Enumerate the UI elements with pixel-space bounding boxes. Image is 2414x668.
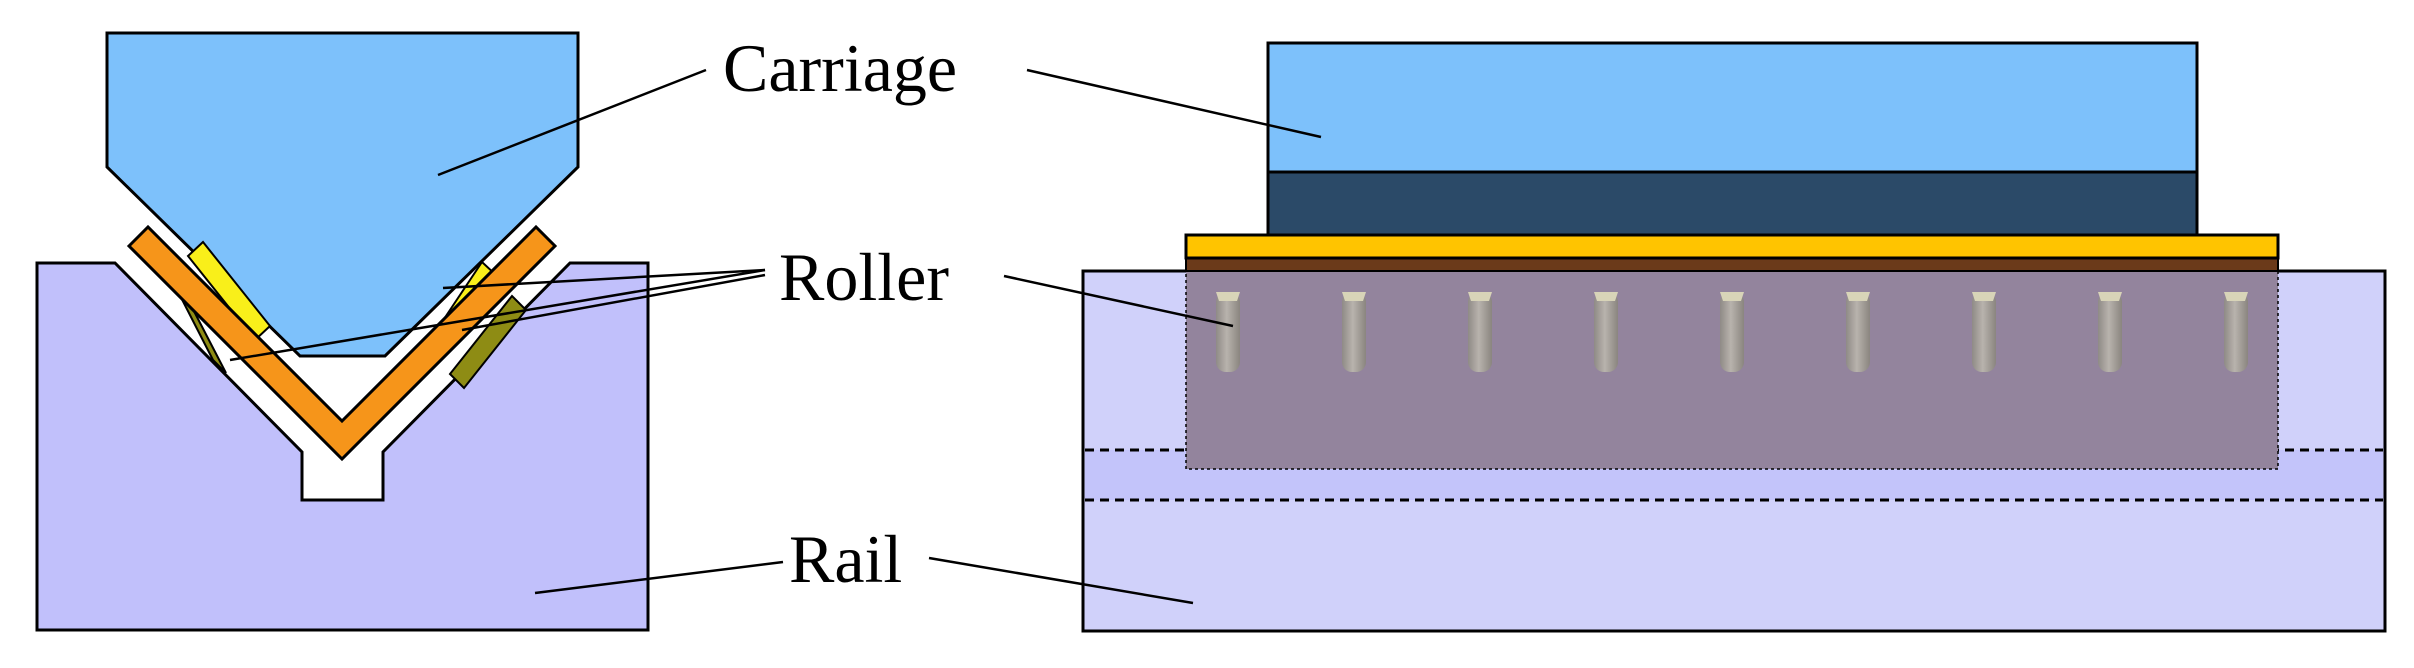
roller-body [2098, 292, 2122, 372]
leader-carriage-left [437, 68, 707, 177]
roller-6 [1846, 292, 1870, 372]
roller-5 [1720, 292, 1744, 372]
roller-7 [1972, 292, 1996, 372]
label-roller: Roller [779, 239, 949, 315]
roller-body [2224, 292, 2248, 372]
side-view [1081, 41, 2387, 633]
roller-cap [1972, 292, 1996, 301]
leader-carriage-right [1026, 68, 1322, 139]
roller-body [1468, 292, 1492, 372]
roller-9 [2224, 292, 2248, 372]
roller-cap [2224, 292, 2248, 301]
label-carriage: Carriage [723, 30, 957, 106]
carriage-base [1266, 170, 2199, 237]
roller-cap [1342, 292, 1366, 301]
roller-3 [1468, 292, 1492, 372]
roller-cage [126, 224, 558, 462]
rail-cross-section [35, 261, 650, 632]
bearing-yellow-strip [1184, 233, 2280, 260]
roller-body [1720, 292, 1744, 372]
leader-roller-right [1003, 274, 1234, 328]
leader-roller-upper-b [442, 268, 766, 290]
carriage-body [1266, 41, 2199, 174]
roller-cap [1846, 292, 1870, 301]
leader-rail-right [928, 556, 1194, 605]
roller-4 [1594, 292, 1618, 372]
roller-cap [1468, 292, 1492, 301]
roller-8 [2098, 292, 2122, 372]
roller-1 [1216, 292, 1240, 372]
bearing-brown-strip [1185, 257, 2279, 272]
roller-body [1216, 292, 1240, 372]
leader-lines [229, 68, 1322, 605]
roller-cap [1594, 292, 1618, 301]
cross-section-view [35, 31, 650, 632]
roller-cap [1216, 292, 1240, 301]
roller-cap [1720, 292, 1744, 301]
roller-body [1342, 292, 1366, 372]
leader-roller-lower [461, 273, 766, 332]
roller-cap [2098, 292, 2122, 301]
roller-body [1846, 292, 1870, 372]
roller-2 [1342, 292, 1366, 372]
roller-body [1594, 292, 1618, 372]
roller-body [1972, 292, 1996, 372]
leader-roller-upper [229, 268, 766, 362]
label-rail: Rail [789, 521, 902, 597]
leader-rail-left [534, 560, 784, 595]
rollers-group [1216, 292, 2248, 372]
